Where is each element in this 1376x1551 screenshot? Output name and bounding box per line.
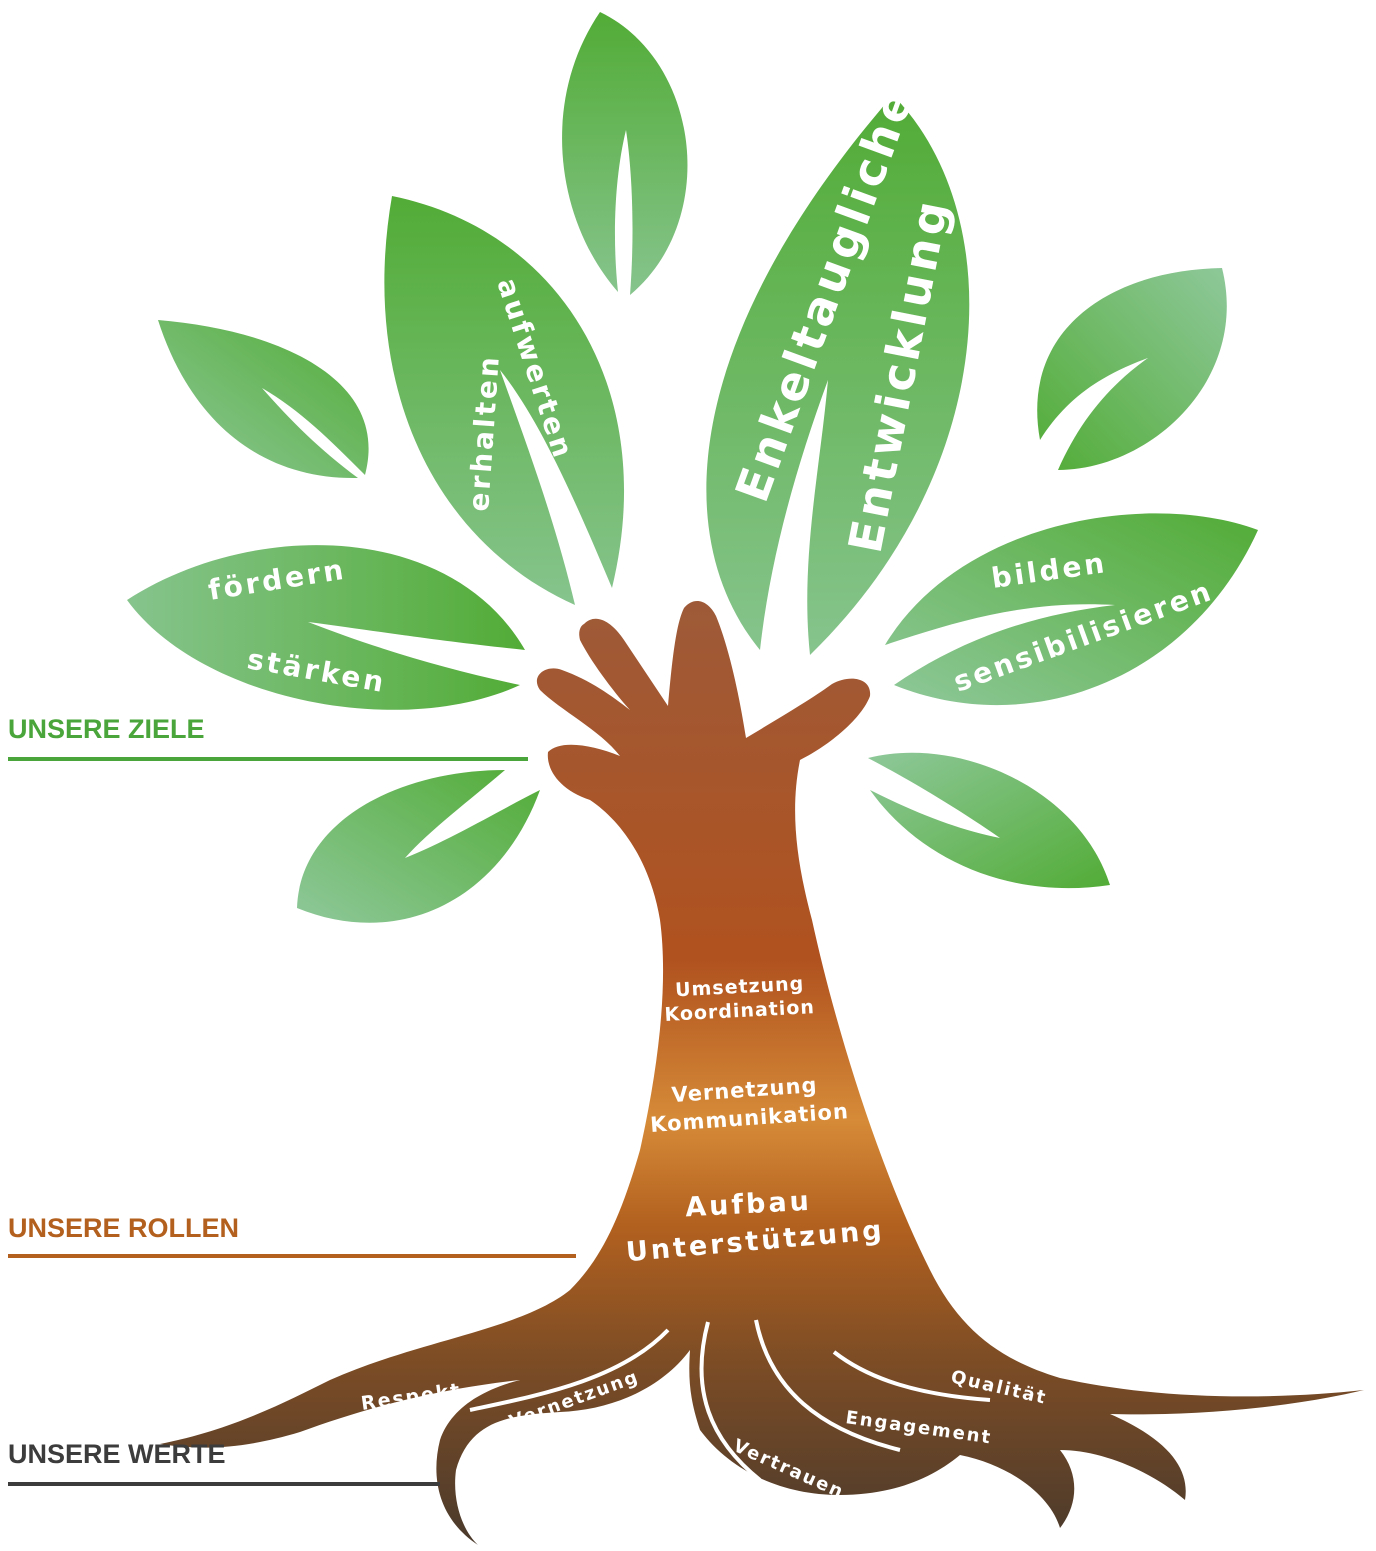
root-divider (469, 1328, 670, 1412)
leaf-left-upper (384, 196, 625, 605)
root-divider (832, 1350, 991, 1402)
label-unsere-rollen: UNSERE ROLLEN (8, 1213, 239, 1243)
leaf-left-bottom (297, 770, 540, 923)
label-unsere-ziele: UNSERE ZIELE (8, 714, 205, 744)
leaf-right (885, 513, 1258, 706)
leaf-right-upper (1037, 268, 1227, 470)
tree-trunk-hand (160, 601, 1364, 1545)
label-unsere-werte: UNSERE WERTE (8, 1439, 226, 1469)
root-divider (699, 1321, 762, 1482)
leaf-right-bottom (868, 752, 1110, 889)
root-divider (754, 1319, 901, 1452)
role-3-line1: Aufbau (685, 1186, 813, 1224)
leaf-main (706, 95, 970, 655)
leaf-far-left (158, 320, 369, 479)
leaf-left-lower (127, 545, 525, 710)
leaf-top (562, 12, 688, 295)
